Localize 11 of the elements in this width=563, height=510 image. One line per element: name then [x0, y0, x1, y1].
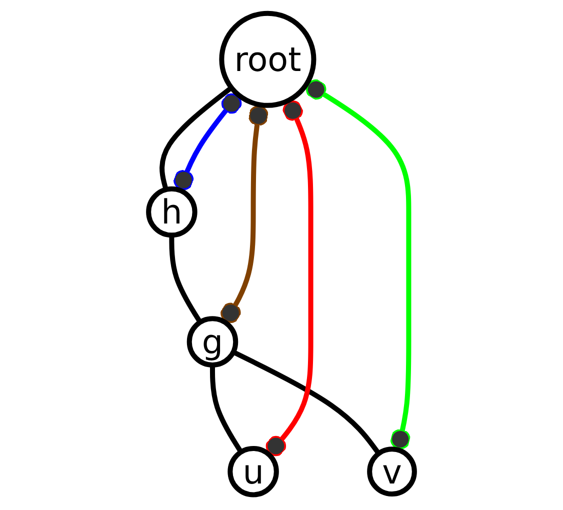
connector — [173, 93, 242, 192]
connector — [305, 79, 412, 450]
node-circle: root — [219, 10, 316, 108]
node-circle: g — [186, 316, 238, 368]
connector — [169, 235, 202, 324]
connector — [220, 104, 269, 324]
node-circle: u — [228, 446, 279, 498]
connector — [232, 350, 381, 456]
connector — [266, 100, 314, 456]
node-circle: h — [146, 186, 198, 238]
node-circle: v — [367, 446, 417, 496]
